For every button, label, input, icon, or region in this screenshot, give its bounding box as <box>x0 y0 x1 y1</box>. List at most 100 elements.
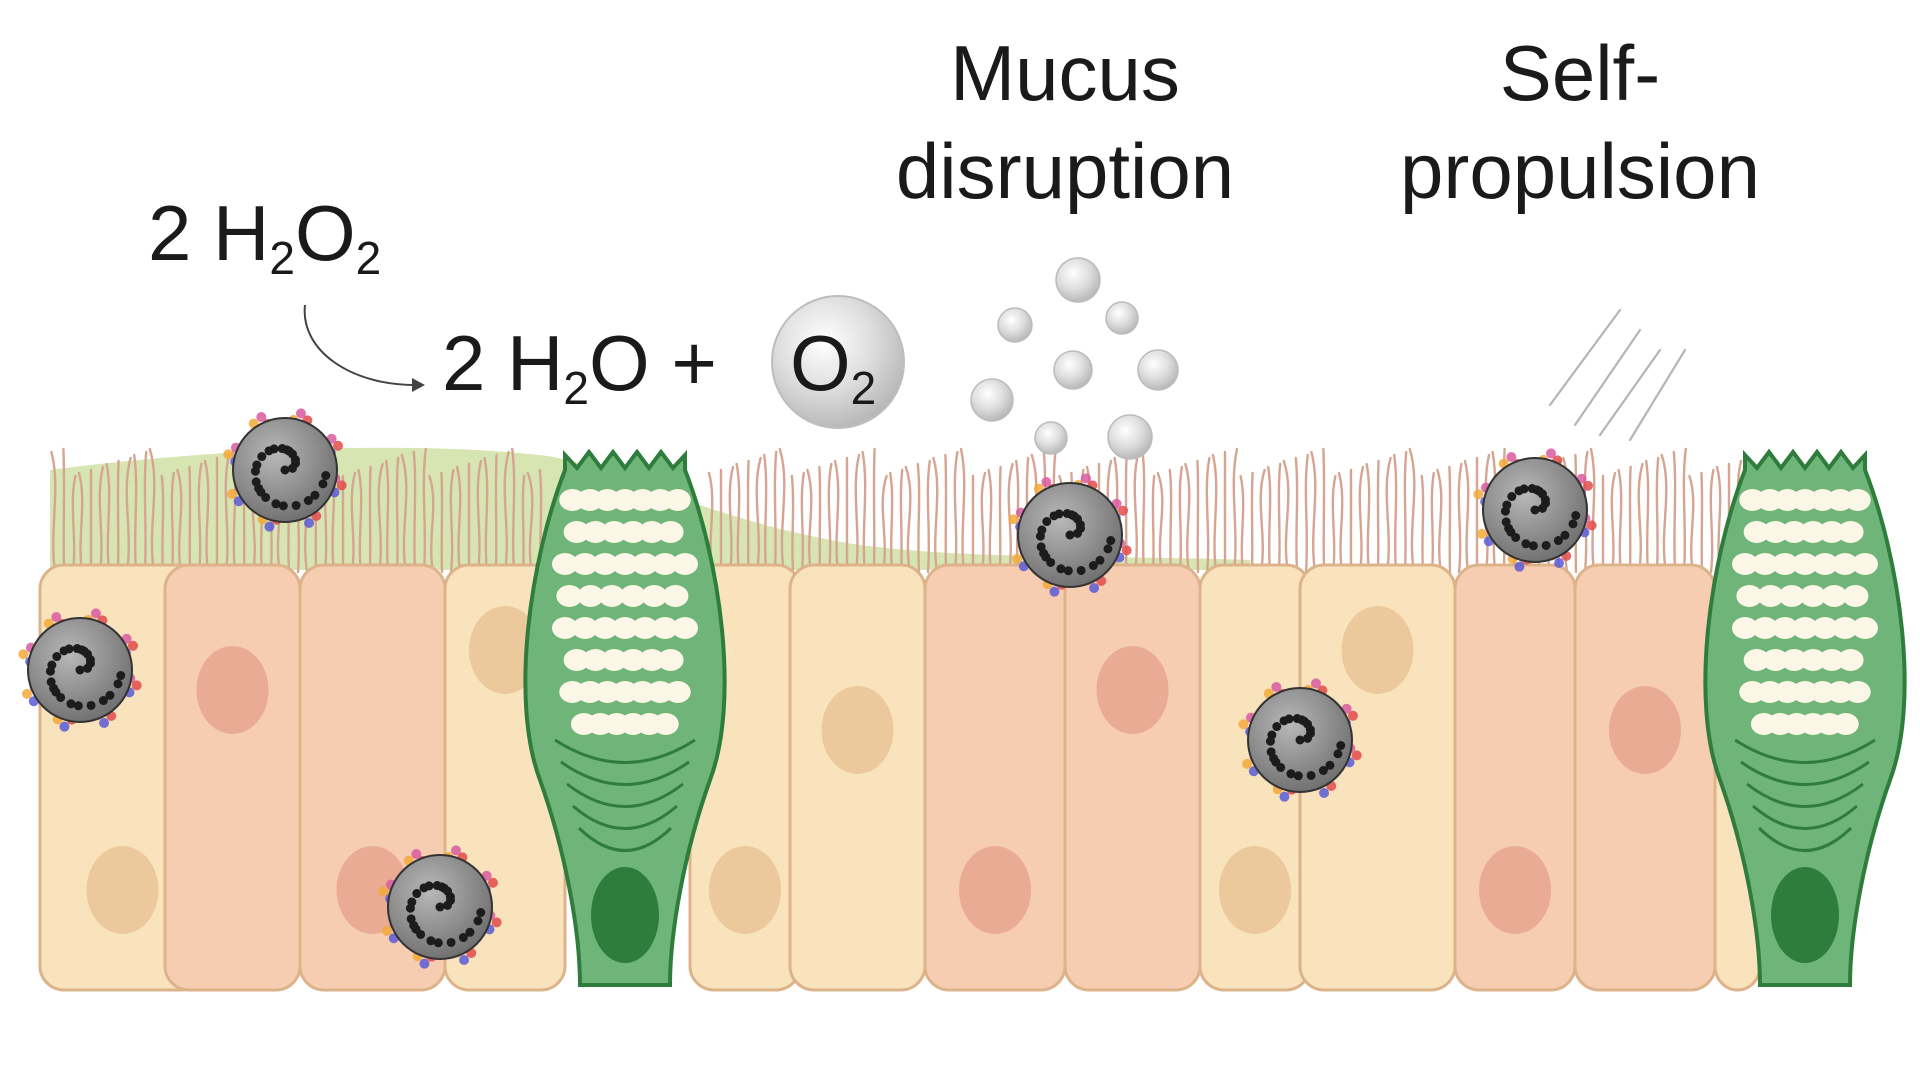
mucin-granule <box>632 553 658 575</box>
mucin-granule <box>664 681 691 703</box>
surface-protein <box>1473 489 1484 500</box>
golgi-line <box>577 826 673 852</box>
pore <box>290 455 300 465</box>
pore <box>1568 519 1578 529</box>
pore <box>445 892 455 902</box>
cilium <box>1232 447 1239 574</box>
pore <box>1039 548 1049 558</box>
pore <box>1507 492 1517 502</box>
cilium <box>1250 471 1254 574</box>
surface-protein <box>18 649 29 660</box>
surface-protein <box>256 412 267 423</box>
cilium <box>1337 471 1344 574</box>
bubble-icon <box>997 307 1033 343</box>
pore <box>1325 760 1335 770</box>
mucin-granule <box>1781 521 1808 543</box>
surface-protein <box>1506 452 1517 463</box>
mucin-granule <box>1800 585 1826 607</box>
pore <box>1511 532 1521 542</box>
mucin-granule <box>612 553 638 575</box>
cilium <box>77 471 84 574</box>
pore <box>419 883 429 893</box>
surface-protein <box>1271 682 1282 693</box>
mucin-granule <box>1736 585 1763 607</box>
pore <box>439 883 449 893</box>
nanomotor-icon <box>1238 678 1362 802</box>
surface-protein <box>1041 477 1052 488</box>
golgi-line <box>554 738 696 764</box>
cilium <box>746 459 750 574</box>
surface-protein <box>1319 787 1330 798</box>
cilium <box>1007 462 1014 574</box>
cilium <box>62 447 66 574</box>
cilium <box>763 453 768 574</box>
cilium <box>176 468 183 574</box>
pore <box>1302 733 1312 743</box>
surface-protein <box>1008 514 1019 525</box>
cilium <box>521 474 526 574</box>
pore <box>1042 517 1052 527</box>
surface-protein <box>127 640 138 651</box>
pore <box>291 500 301 510</box>
mucus-disruption-label-line2: disruption <box>896 127 1234 215</box>
mucin-granule <box>582 649 609 671</box>
cilium <box>1151 474 1156 574</box>
surface-protein <box>1117 505 1128 516</box>
pore <box>1062 509 1072 519</box>
surface-protein <box>459 954 470 965</box>
pore <box>321 471 331 481</box>
pore <box>446 937 456 947</box>
nanomotor-icon <box>1473 448 1597 572</box>
mucin-granule <box>1844 681 1871 703</box>
goblet-cell <box>1703 448 1907 987</box>
cilium <box>1322 447 1326 574</box>
pore <box>284 446 294 456</box>
surface-protein <box>382 925 393 936</box>
surface-protein <box>1310 678 1321 689</box>
cell-nucleus <box>709 846 781 934</box>
surface-protein <box>22 688 33 699</box>
pore <box>277 444 287 454</box>
mucin-granule <box>1752 617 1778 639</box>
mucus-disruption-label-line1: Mucus <box>950 29 1180 117</box>
mucin-granule <box>1752 553 1778 575</box>
mucin-granule <box>1832 617 1858 639</box>
cilium <box>494 453 498 574</box>
bubble-icon <box>1107 414 1153 460</box>
cilium <box>1196 459 1200 574</box>
surface-protein <box>295 408 306 419</box>
goblet-nucleus <box>1771 867 1839 963</box>
mucin-granule <box>657 649 684 671</box>
pore <box>1504 523 1514 533</box>
mucin-granule <box>601 521 628 543</box>
surface-protein <box>1554 557 1565 568</box>
pore <box>433 938 443 948</box>
mucin-granule <box>1762 649 1789 671</box>
product-water-label: 2 H2O + <box>442 319 717 414</box>
pore <box>318 479 328 489</box>
cilium <box>1277 462 1282 574</box>
pore <box>405 903 415 913</box>
pore <box>1069 511 1079 521</box>
mucin-granule <box>612 617 638 639</box>
cilium <box>395 456 400 574</box>
pore <box>465 927 475 937</box>
surface-protein <box>99 717 110 728</box>
mucin-granule <box>556 585 583 607</box>
pore <box>72 644 82 654</box>
product-oxygen-label: O2 <box>790 319 876 414</box>
pore <box>59 646 69 656</box>
cilium <box>1211 453 1218 574</box>
mucin-granule <box>652 553 678 575</box>
cilium <box>203 459 210 574</box>
pore <box>1540 495 1550 505</box>
pore <box>105 690 115 700</box>
surface-protein <box>1351 750 1362 761</box>
goblet-cell <box>523 448 727 987</box>
pore <box>435 902 445 912</box>
mucin-granule <box>572 553 598 575</box>
surface-protein <box>223 449 234 460</box>
pore <box>1265 736 1275 746</box>
cilium <box>50 450 57 574</box>
